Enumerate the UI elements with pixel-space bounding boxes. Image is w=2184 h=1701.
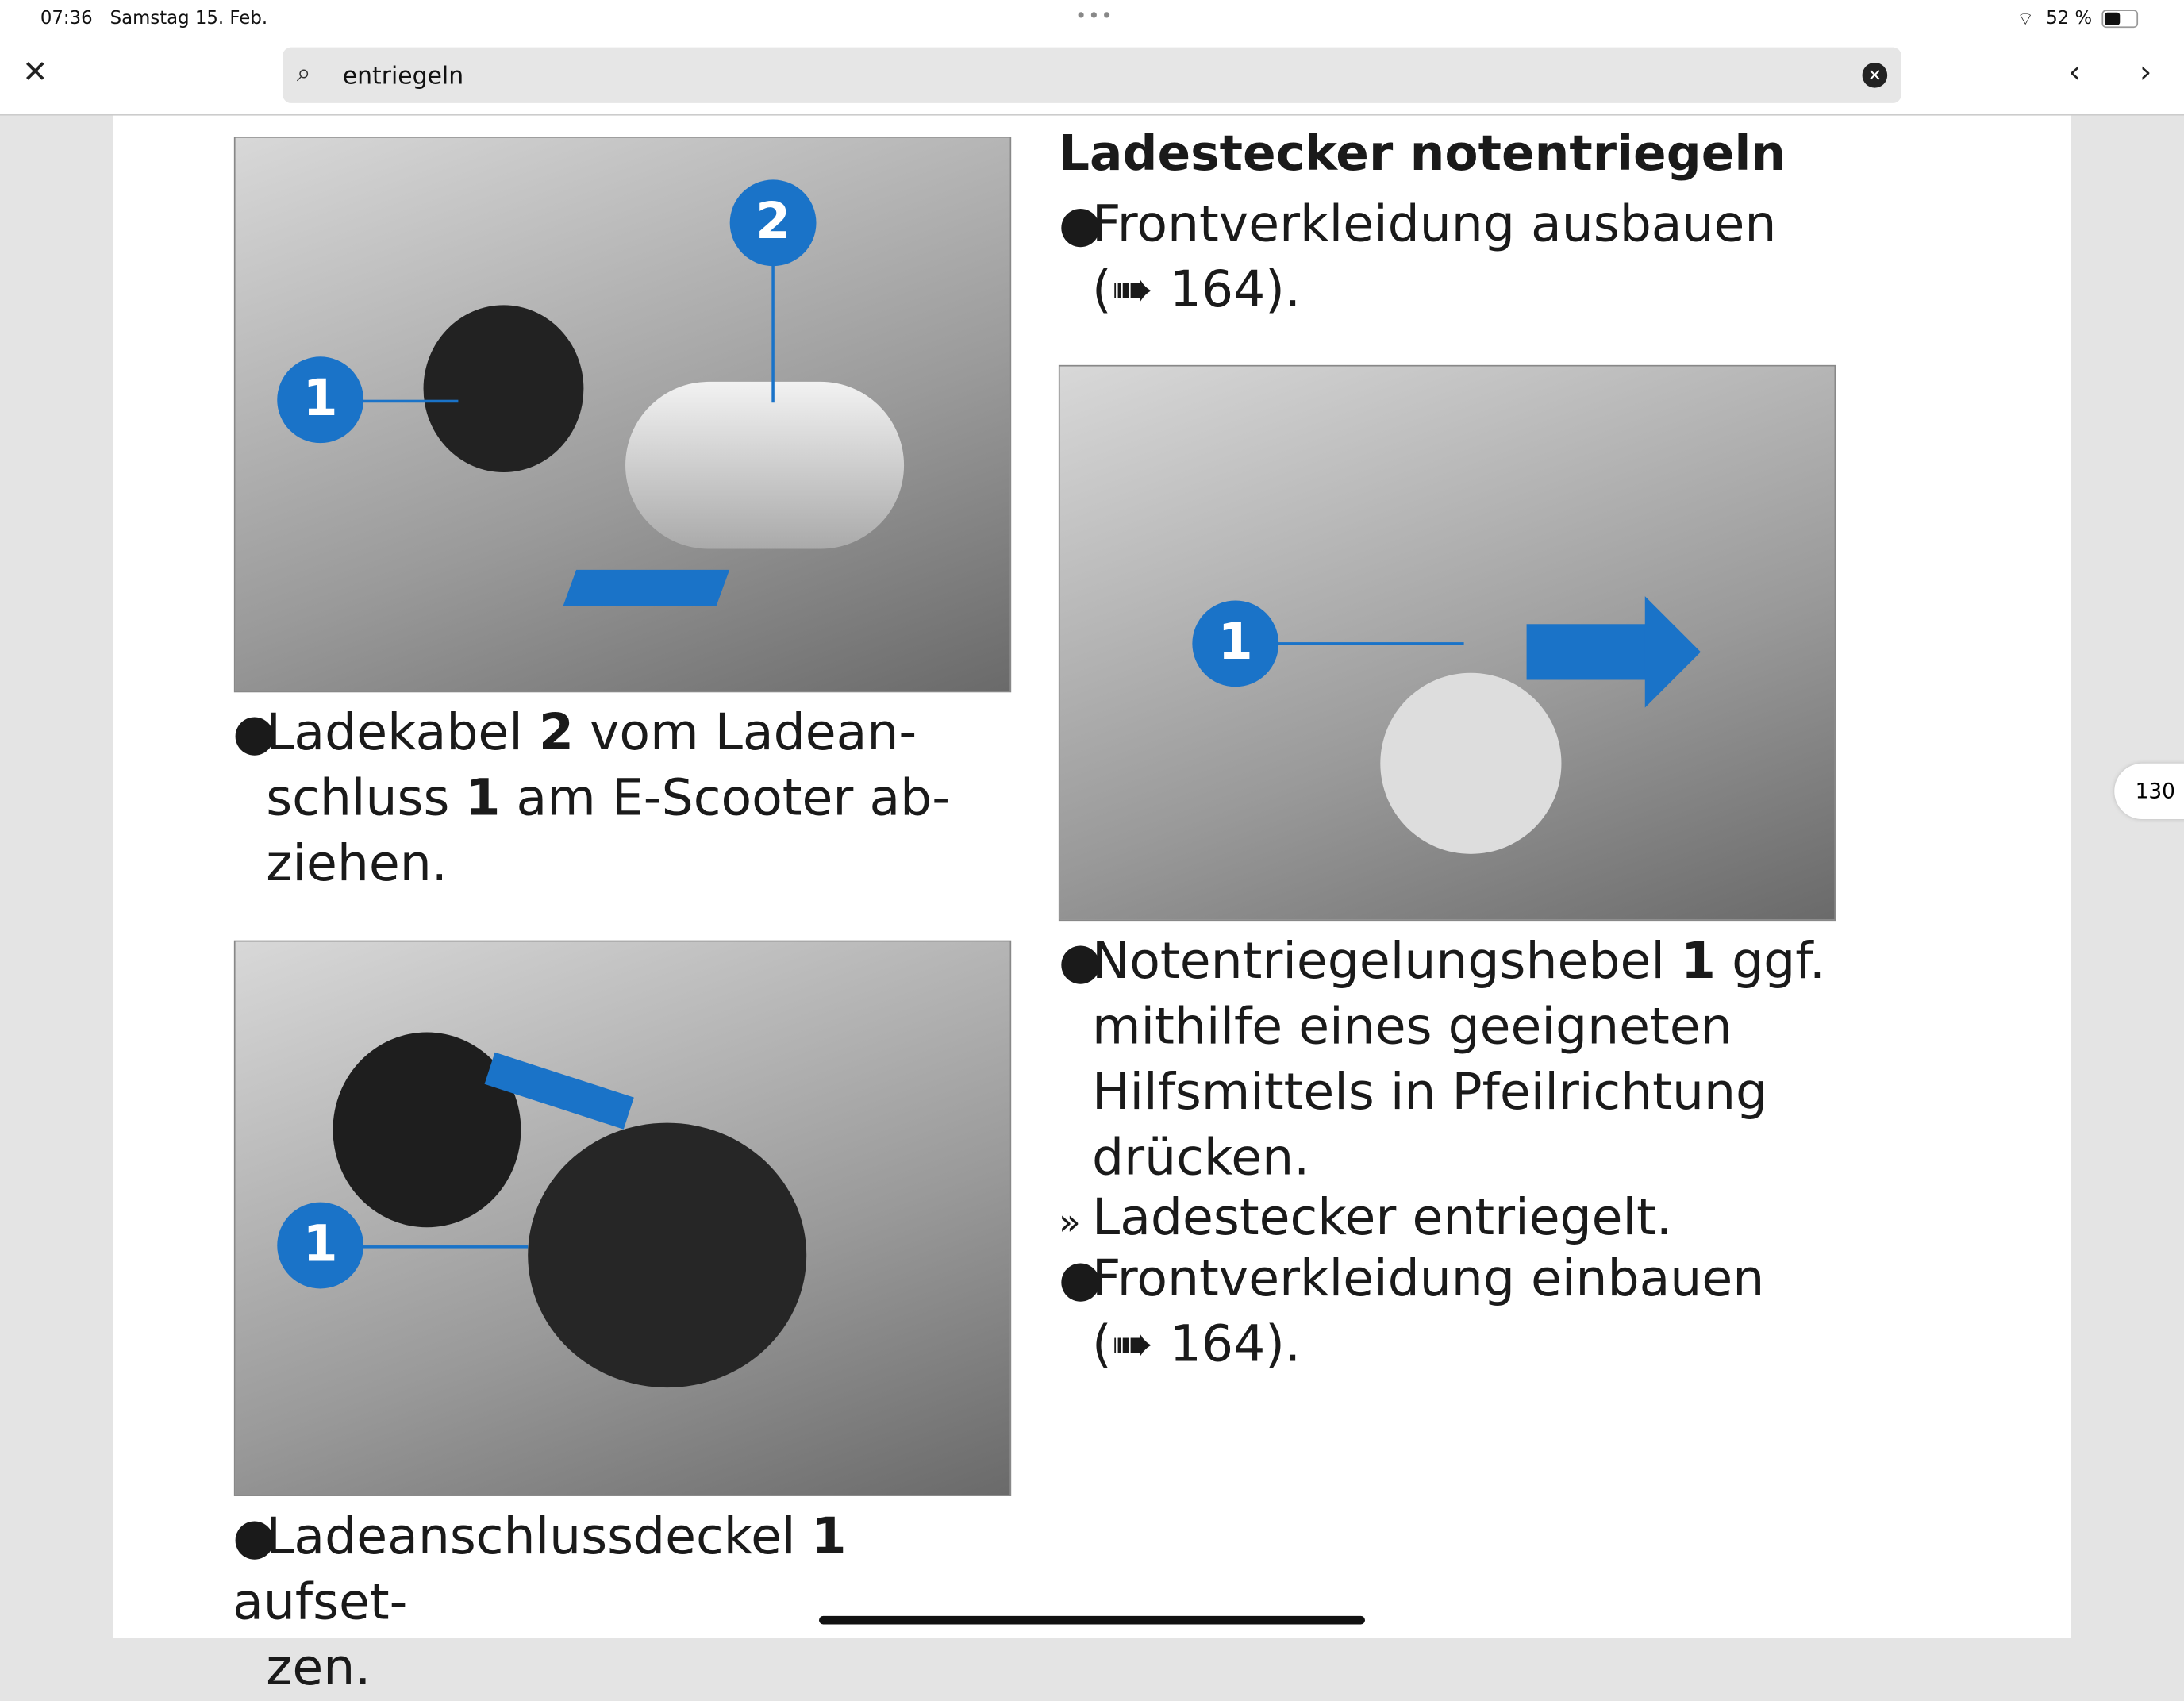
step-unplug-cable: ●Ladekabel 2 vom Ladean- schluss 1 am E-… xyxy=(233,705,951,894)
page-reference-arrow-icon[interactable]: ➠ xyxy=(1111,261,1170,319)
previous-result-icon[interactable]: ‹ xyxy=(2068,56,2081,91)
figure-unplug-cable: 1 2 xyxy=(233,136,1012,693)
document-page: 1 2 ●Ladekabel 2 vom Ladean- schluss 1 a… xyxy=(113,115,2071,1697)
page-reference[interactable]: 164). xyxy=(1169,261,1302,319)
search-field[interactable]: ⌕ entriegeln ✕ xyxy=(283,47,1901,103)
figure-cap: 1 xyxy=(233,940,1012,1496)
battery-percent: 52 % xyxy=(2046,8,2093,29)
wifi-icon: ⌔ xyxy=(2017,10,2034,31)
page-reference[interactable]: 164). xyxy=(1169,1316,1302,1374)
next-result-icon[interactable]: › xyxy=(2139,56,2152,91)
multitask-dots-icon[interactable]: ••• xyxy=(1075,6,1114,29)
step-install-panel: ●Frontverkleidung einbauen (➠ 164). xyxy=(1058,1251,1765,1374)
step-press-lever: ●Notentriegelungshebel 1 ggf. mithilfe e… xyxy=(1058,933,1826,1187)
battery-icon xyxy=(2101,10,2139,29)
home-indicator[interactable] xyxy=(818,1615,1365,1625)
close-icon[interactable]: ✕ xyxy=(22,56,48,91)
status-date: Samstag 15. Feb. xyxy=(110,8,268,29)
figure-release-lever: 1 xyxy=(1058,364,1836,922)
top-bar: 07:36 Samstag 15. Feb. ••• ⌔ 52 % ✕ ⌕ en… xyxy=(0,0,2184,116)
search-input[interactable]: entriegeln xyxy=(342,62,464,91)
step-cap: ●Ladeanschlussdeckel 1 aufset- zen. xyxy=(233,1508,847,1697)
callout-1: 1 xyxy=(1192,600,1279,687)
charging-socket xyxy=(423,305,584,472)
page-number-indicator[interactable]: 130 xyxy=(2114,763,2184,819)
arrow-icon xyxy=(563,569,730,606)
cap-component xyxy=(1380,672,1562,854)
charging-socket xyxy=(333,1032,521,1228)
result-unlocked: »Ladestecker entriegelt. xyxy=(1058,1189,1672,1247)
status-time: 07:36 xyxy=(40,8,93,29)
callout-1: 1 xyxy=(277,1202,364,1289)
clear-search-icon[interactable]: ✕ xyxy=(1862,62,1888,88)
section-heading: Ladestecker notentriegeln xyxy=(1058,126,1786,183)
charging-plug xyxy=(625,381,905,549)
arrow-icon xyxy=(1526,624,1652,680)
page-reference-arrow-icon[interactable]: ➠ xyxy=(1111,1316,1170,1374)
callout-1: 1 xyxy=(277,356,364,444)
search-icon: ⌕ xyxy=(296,58,311,88)
socket-cap xyxy=(528,1122,807,1388)
callout-2: 2 xyxy=(729,179,817,267)
step-remove-panel: ●Frontverkleidung ausbauen (➠ 164). xyxy=(1058,196,1777,319)
